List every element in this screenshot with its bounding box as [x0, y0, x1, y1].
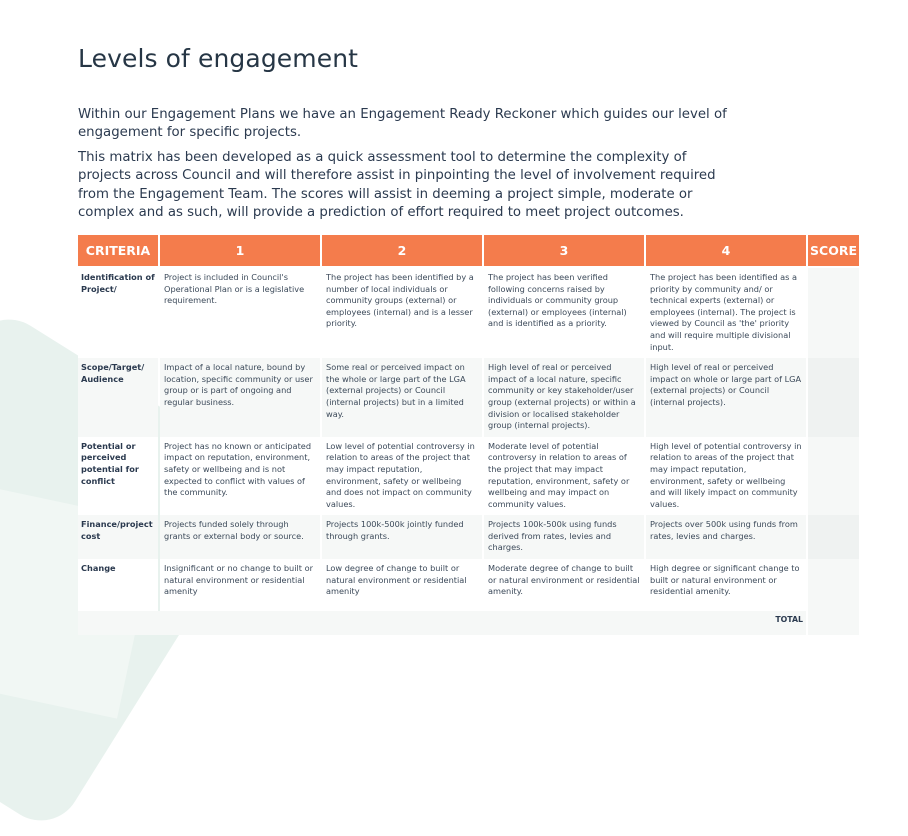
total-score-cell[interactable]: [808, 611, 859, 636]
table-cell: Low level of potential controversy in re…: [322, 436, 482, 516]
criteria-cell: Change: [78, 559, 158, 612]
table-cell: High degree or significant change to bui…: [646, 559, 806, 612]
total-label: TOTAL: [78, 611, 806, 636]
score-cell[interactable]: [808, 358, 859, 437]
table-row: Finance/project cost Projects funded sol…: [78, 515, 859, 560]
table-header-row: CRITERIA 1 2 3 4 SCORE: [78, 235, 859, 268]
header-level-2: 2: [322, 235, 482, 268]
table-row: Potential or perceived potential for con…: [78, 436, 859, 516]
table-row: Scope/Target/ Audience Impact of a local…: [78, 358, 859, 437]
table-cell: Projects 100k-500k jointly funded throug…: [322, 515, 482, 560]
table-cell: Moderate degree of change to built or na…: [484, 559, 644, 612]
table-cell: The project has been verified following …: [484, 268, 644, 359]
table-cell: Projects funded solely through grants or…: [160, 515, 320, 560]
table-cell: Some real or perceived impact on the who…: [322, 358, 482, 437]
intro-paragraph-1: Within our Engagement Plans we have an E…: [78, 107, 727, 141]
criteria-cell: Finance/project cost: [78, 515, 158, 560]
header-level-3: 3: [484, 235, 644, 268]
table-cell: Project has no known or anticipated impa…: [160, 436, 320, 516]
header-level-1: 1: [160, 235, 320, 268]
table-cell: Insignificant or no change to built or n…: [160, 559, 320, 612]
engagement-matrix-table: CRITERIA 1 2 3 4 SCORE Identification of…: [76, 235, 861, 636]
table-cell: High level of real or perceived impact o…: [646, 358, 806, 437]
intro-paragraph-2: This matrix has been developed as a quic…: [78, 150, 716, 220]
table-cell: The project has been identified as a pri…: [646, 268, 806, 359]
table-cell: High level of potential controversy in r…: [646, 436, 806, 516]
table-cell: High level of real or perceived impact o…: [484, 358, 644, 437]
table-cell: Impact of a local nature, bound by locat…: [160, 358, 320, 437]
table-cell: Projects over 500k using funds from rate…: [646, 515, 806, 560]
score-cell[interactable]: [808, 436, 859, 516]
table-row: Change Insignificant or no change to bui…: [78, 559, 859, 612]
table-cell: Moderate level of potential controversy …: [484, 436, 644, 516]
criteria-cell: Scope/Target/ Audience: [78, 358, 158, 437]
table-cell: The project has been identified by a num…: [322, 268, 482, 359]
table-cell: Project is included in Council's Operati…: [160, 268, 320, 359]
table-row: Identification of Project/ Project is in…: [78, 268, 859, 359]
header-score: SCORE: [808, 235, 859, 268]
header-level-4: 4: [646, 235, 806, 268]
header-criteria: CRITERIA: [78, 235, 158, 268]
criteria-cell: Potential or perceived potential for con…: [78, 436, 158, 516]
page-title: Levels of engagement: [78, 44, 359, 73]
score-cell[interactable]: [808, 559, 859, 612]
score-cell[interactable]: [808, 515, 859, 560]
criteria-cell: Identification of Project/: [78, 268, 158, 359]
score-cell[interactable]: [808, 268, 859, 359]
total-row: TOTAL: [78, 611, 859, 636]
table-cell: Projects 100k-500k using funds derived f…: [484, 515, 644, 560]
table-cell: Low degree of change to built or natural…: [322, 559, 482, 612]
